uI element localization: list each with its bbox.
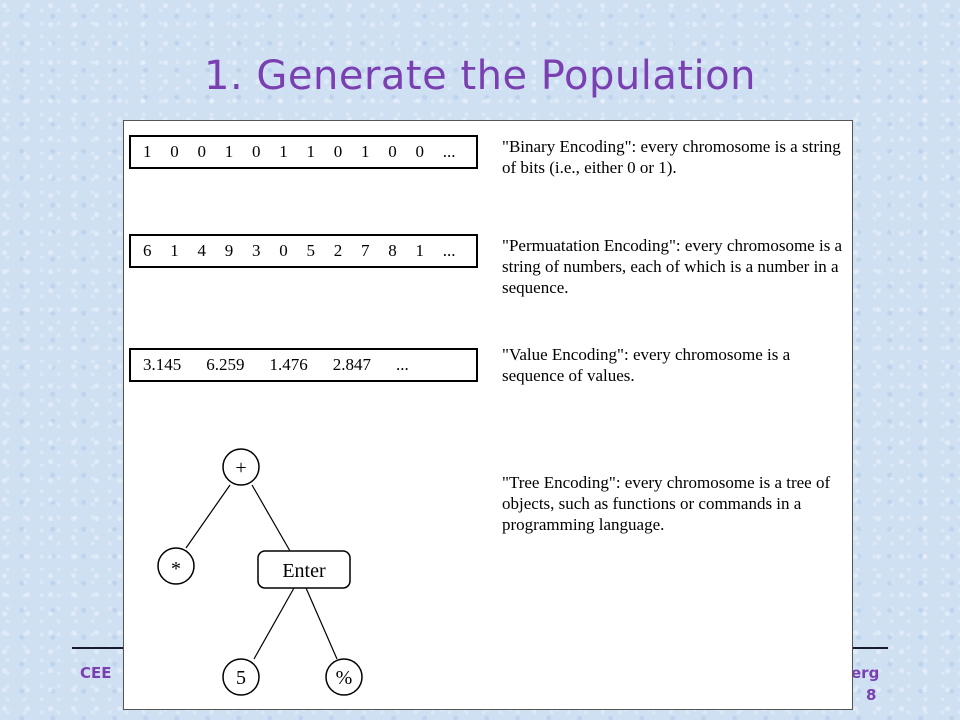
binary-encoding-description: "Binary Encoding": every chromosome is a… xyxy=(502,137,841,177)
tree-edge-root-middle xyxy=(251,484,291,552)
tree-node-middle-label: Enter xyxy=(282,560,326,582)
slide-title: 1. Generate the Population xyxy=(204,53,756,99)
value-encoding-description: "Value Encoding": every chromosome is a … xyxy=(502,345,791,385)
footer-rule-right xyxy=(845,647,888,649)
footer-right-text: erg xyxy=(851,664,880,682)
page-number: 8 xyxy=(866,686,877,704)
binary-encoding-box: 1 0 0 1 0 1 1 0 1 0 0 ... xyxy=(129,135,478,169)
tree-edge-middle-bottom-left xyxy=(253,587,295,660)
footer-rule-left xyxy=(72,647,132,649)
tree-node-bottom-right xyxy=(325,658,363,696)
tree-encoding-description: "Tree Encoding": every chromosome is a t… xyxy=(502,473,831,534)
tree-encoding-diagram: + * Enter 5 % xyxy=(157,448,363,696)
value-encoding-box: 3.145 6.259 1.476 2.847 ... xyxy=(129,348,478,382)
tree-node-root xyxy=(222,448,260,486)
encoding-figure-panel: 1 0 0 1 0 1 1 0 1 0 0 ... "Binary Encodi… xyxy=(123,120,853,710)
tree-node-bottom-right-label: % xyxy=(336,667,353,689)
permutation-encoding-description: "Permuatation Encoding": every chromosom… xyxy=(502,236,843,297)
tree-edge-middle-bottom-right xyxy=(305,587,338,660)
footer-left-text: CEE xyxy=(80,664,112,682)
tree-node-root-label: + xyxy=(235,457,246,479)
tree-node-middle xyxy=(257,550,351,589)
tree-edge-root-left xyxy=(185,484,231,549)
tree-node-left xyxy=(157,547,195,585)
tree-node-left-label: * xyxy=(171,558,181,580)
tree-node-bottom-left-label: 5 xyxy=(236,667,246,689)
permutation-encoding-box: 6 1 4 9 3 0 5 2 7 8 1 ... xyxy=(129,234,478,268)
tree-node-bottom-left xyxy=(222,658,260,696)
